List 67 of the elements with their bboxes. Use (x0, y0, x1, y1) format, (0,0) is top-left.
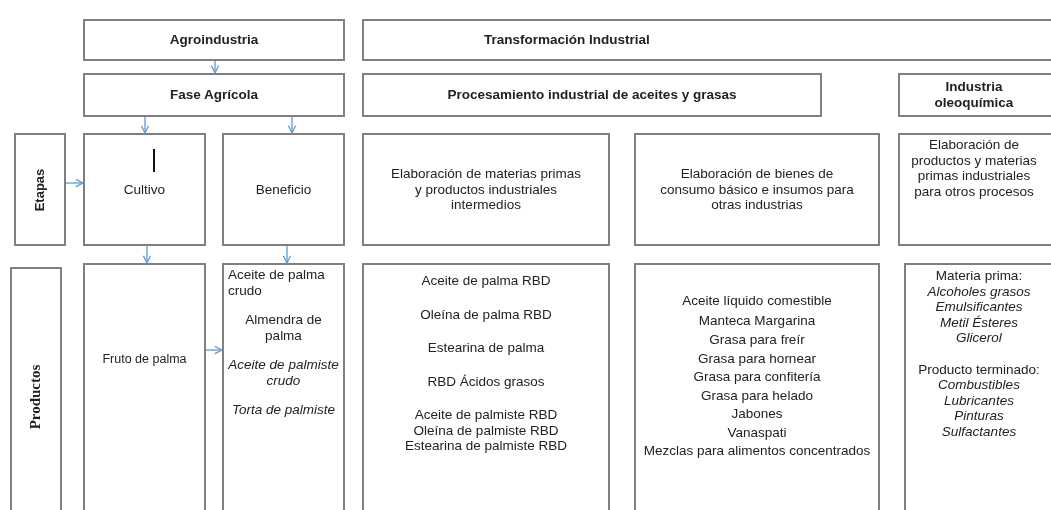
box-text: Aceite de palma RBD (421, 273, 551, 289)
arrow (140, 116, 150, 134)
box-text: Grasa para helado (701, 387, 813, 404)
arrow (142, 245, 152, 264)
process-box (634, 133, 880, 246)
arrow (282, 245, 292, 264)
arrow (287, 116, 297, 134)
arrow (205, 345, 223, 355)
process-box (222, 133, 345, 246)
process-box (362, 133, 610, 246)
arrow (65, 178, 84, 188)
header-box (83, 73, 345, 117)
box-text: Alcoholes grasos (927, 283, 1031, 300)
box-text: Elaboración de materias primas y productos industriales intermedios (390, 166, 582, 213)
box-text: Sulfactantes (941, 423, 1017, 440)
box-text: Emulsificantes (935, 299, 1023, 315)
box-text: Grasa para hornear (698, 350, 816, 367)
row-label-box (14, 133, 66, 246)
box-text: Lubricantes (944, 392, 1014, 409)
row-label: Etapas (32, 168, 48, 211)
process-box (83, 133, 206, 246)
box-text: Oleína de palmiste RBD (413, 422, 559, 439)
box-text: Aceite líquido comestible (682, 293, 832, 309)
box-text: Glicerol (956, 330, 1002, 346)
box-text: Materia prima: (935, 268, 1023, 284)
box-text: Vanaspati (727, 424, 787, 441)
box-text: Grasa para freír (709, 332, 805, 348)
header-box (362, 19, 1051, 61)
process-box (362, 263, 610, 510)
box-text: Jabones (731, 406, 783, 422)
box-text: Estearina de palma (427, 340, 545, 356)
box-text: Aceite de palmiste RBD (414, 407, 558, 423)
box-text: Estearina de palmiste RBD (404, 438, 568, 454)
box-text: Elaboración de productos y materias primas industriales para otros procesos (910, 137, 1038, 200)
box-text: Grasa para confitería (693, 369, 821, 385)
box-text: Elaboración de bienes de consumo básico e insumos para otras industrias (659, 166, 855, 213)
process-box (904, 263, 1051, 510)
box-text: Torta de palmiste (231, 402, 336, 418)
box-text: Oleína de palma RBD (420, 306, 552, 323)
row-label-box (10, 267, 62, 510)
header-box (898, 73, 1051, 117)
box-text: Pinturas (954, 408, 1004, 424)
box-heading: Agroindustria (169, 32, 259, 48)
box-text: Manteca Margarina (698, 312, 816, 329)
box-text: Metil Ésteres (940, 314, 1018, 331)
box-heading: Fase Agrícola (169, 87, 258, 103)
process-box (83, 263, 206, 510)
process-box (222, 263, 345, 510)
box-text: Cultivo (123, 181, 166, 198)
box-text: Almendra de palma (244, 312, 323, 344)
process-box (634, 263, 880, 510)
box-text: Combustibles (938, 377, 1020, 393)
process-box (898, 133, 1051, 246)
box-text: Mezclas para alimentos concentrados (643, 443, 871, 459)
header-box (83, 19, 345, 61)
arrow (210, 60, 220, 74)
box-text: RBD Ácidos grasos (427, 373, 545, 390)
box-text: Aceite de palma crudo (228, 267, 326, 299)
box-text: Fruto de palma (102, 351, 187, 367)
box-text: Producto terminado: (918, 361, 1040, 378)
header-box (362, 73, 822, 117)
row-label: Productos (27, 364, 45, 430)
box-heading: Transformación Industrial (484, 32, 650, 48)
box-text: Aceite de palmiste crudo (228, 357, 339, 389)
box-heading: Industria oleoquímica (933, 79, 1015, 111)
box-heading: Procesamiento industrial de aceites y grasas (447, 87, 737, 103)
box-text: Beneficio (255, 181, 312, 198)
